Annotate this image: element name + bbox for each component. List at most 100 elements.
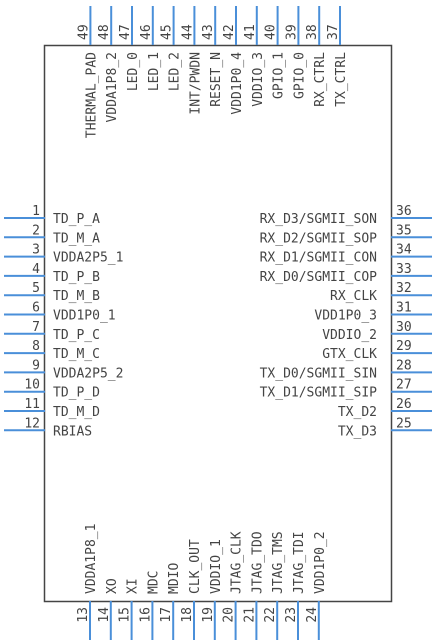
pins-left-group: 1TD_P_A2TD_M_A3VDDA2P5_14TD_P_B5TD_M_B6V… (4, 204, 123, 439)
pin-label: TX_D3 (338, 424, 377, 439)
pin-label: GPIO_0 (292, 52, 307, 99)
pin-label: RX_D3/SGMII_SON (260, 212, 377, 227)
pin-number: 30 (396, 320, 412, 335)
pin-number: 27 (396, 378, 412, 393)
pin-number: 6 (32, 301, 40, 316)
pin-number: 20 (222, 607, 237, 623)
pin-number: 39 (284, 24, 299, 40)
pin-label: VDDA1P8_2 (105, 52, 120, 122)
pin-number: 32 (396, 281, 412, 296)
pin-number: 34 (396, 243, 412, 258)
pin-label: TD_P_C (53, 328, 100, 343)
pin-number: 19 (201, 607, 216, 623)
pin-number: 4 (32, 262, 40, 277)
pin-label: LED_1 (147, 52, 162, 91)
pin-label: TD_P_A (53, 212, 100, 227)
pins-right-group: 25TX_D326TX_D227TX_D1/SGMII_SIP28TX_D0/S… (260, 204, 432, 439)
pin-label: TX_D1/SGMII_SIP (260, 386, 378, 401)
pin-number: 8 (32, 339, 40, 354)
pin-label: MDC (146, 571, 161, 594)
pin-number: 18 (180, 607, 195, 623)
pin-number: 17 (159, 607, 174, 623)
pin-label: VDDIO_1 (209, 539, 224, 594)
ic-body-outline (43, 44, 393, 603)
pins-bottom-group: 13 VDDA1P8_1 14 XO 15 XI 16 MDC 17 MDIO 18 CLK_OUT 1… (76, 524, 328, 640)
pin-label: XO (105, 578, 120, 594)
pin-label: JTAG_TDO (250, 531, 265, 594)
pin-label: RBIAS (53, 424, 92, 439)
pin-number: 10 (24, 378, 40, 393)
pin-number: 38 (305, 24, 320, 40)
pin-number: 31 (396, 301, 412, 316)
pin-label: GTX_CLK (322, 347, 377, 362)
pin-number: 26 (396, 397, 412, 412)
pin-label: VDDA2P5_1 (53, 251, 123, 266)
pin-label: JTAG_CLK (230, 531, 245, 594)
pin-number: 40 (264, 24, 279, 40)
pin-number: 41 (243, 24, 258, 40)
pin-number: 16 (138, 607, 153, 623)
pin-label: LED_0 (126, 52, 141, 91)
pin-number: 46 (139, 24, 154, 40)
pin-number: 12 (24, 416, 40, 431)
pin-number: 11 (24, 397, 40, 412)
pin-number: 37 (326, 24, 341, 40)
pin-label: VDD1P0_2 (313, 531, 328, 594)
pin-label: TX_D0/SGMII_SIN (260, 366, 377, 381)
pin-number: 28 (396, 358, 412, 373)
pin-label: VDDIO_2 (322, 328, 377, 343)
pin-number: 36 (396, 204, 412, 219)
pin-number: 21 (242, 607, 257, 623)
pin-label: VDDIO_3 (251, 52, 266, 107)
pin-label: RX_D1/SGMII_CON (260, 251, 377, 266)
pin-number: 15 (118, 607, 133, 623)
pin-number: 9 (32, 358, 40, 373)
pin-label: THERMAL_PAD (84, 52, 99, 138)
pin-label: GPIO_1 (272, 52, 287, 99)
pin-number: 5 (32, 281, 40, 296)
pin-number: 3 (32, 243, 40, 258)
pin-label: XI (126, 578, 141, 594)
pin-label: TD_M_A (53, 231, 100, 246)
pin-label: RESET_N (209, 52, 224, 107)
pin-label: VDDA1P8_1 (84, 524, 99, 594)
pin-label: MDIO (167, 563, 182, 594)
pin-label: TD_P_D (53, 386, 100, 401)
pin-number: 45 (160, 24, 175, 40)
pin-number: 49 (76, 24, 91, 40)
pin-label: JTAG_TDI (292, 531, 307, 594)
pin-number: 44 (180, 24, 195, 40)
pin-label: RX_CLK (330, 289, 377, 304)
pin-number: 24 (305, 607, 320, 623)
pin-number: 33 (396, 262, 412, 277)
pin-number: 14 (97, 607, 112, 623)
pin-number: 47 (118, 24, 133, 40)
pin-label: VDD1P0_3 (314, 309, 377, 324)
pin-label: RX_CTRL (313, 52, 328, 107)
pin-number: 22 (263, 607, 278, 623)
pin-label: RX_D0/SGMII_COP (260, 270, 378, 285)
pin-label: VDD1P0_4 (230, 52, 245, 115)
pin-label: TD_M_B (53, 289, 100, 304)
pin-number: 1 (32, 204, 40, 219)
pin-label: TD_M_C (53, 347, 100, 362)
pin-label: INT/PWDN (188, 52, 203, 115)
pin-number: 35 (396, 223, 412, 238)
pin-label: RX_D2/SGMII_SOP (260, 231, 378, 246)
pin-label: CLK_OUT (188, 539, 203, 594)
pin-number: 48 (97, 24, 112, 40)
pin-number: 7 (32, 320, 40, 335)
pin-number: 13 (76, 607, 91, 623)
pin-label: LED_2 (168, 52, 183, 91)
pin-label: VDDA2P5_2 (53, 366, 123, 381)
pin-number: 2 (32, 223, 40, 238)
pin-label: TX_CTRL (334, 52, 349, 107)
pin-number: 29 (396, 339, 412, 354)
pin-number: 43 (201, 24, 216, 40)
pin-label: VDD1P0_1 (53, 309, 116, 324)
pin-label: TX_D2 (338, 405, 377, 420)
pin-number: 42 (222, 24, 237, 40)
pin-label: TD_M_D (53, 405, 100, 420)
pin-label: JTAG_TMS (271, 531, 286, 594)
